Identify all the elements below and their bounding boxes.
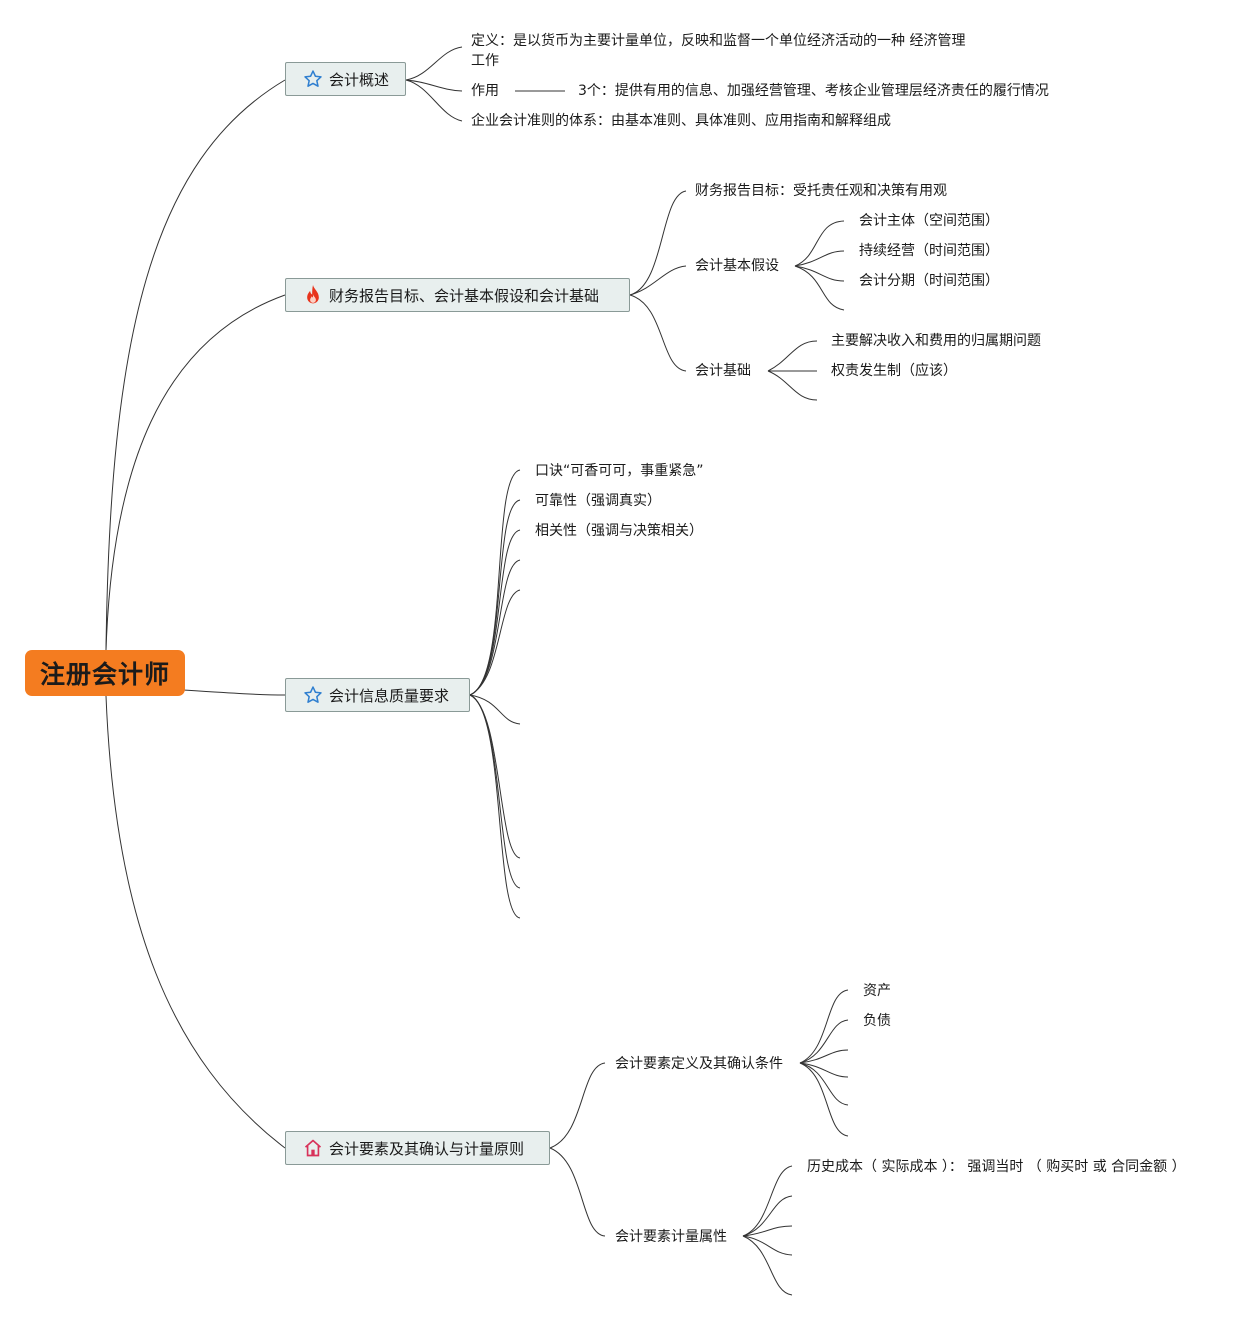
- leaf-reporting-goal[interactable]: 财务报告目标：受托责任观和决策有用观: [695, 183, 947, 199]
- leaf-role-detail[interactable]: 3个：提供有用的信息、加强经营管理、考核企业管理层经济责任的履行情况: [578, 83, 1049, 99]
- branch-label: 会计概述: [329, 70, 390, 89]
- star-icon: [302, 68, 324, 90]
- branch-reporting-goals[interactable]: 财务报告目标、会计基本假设和会计基础: [285, 278, 630, 312]
- branch-label: 会计信息质量要求: [329, 686, 450, 705]
- leaf-quality-item[interactable]: 可靠性（强调真实）: [535, 493, 661, 509]
- leaf-assumption[interactable]: 会计分期（时间范围）: [859, 273, 999, 289]
- root-node[interactable]: 注册会计师: [25, 650, 185, 696]
- leaf-element-definition[interactable]: 会计要素定义及其确认条件: [615, 1056, 783, 1072]
- fire-icon: [302, 284, 324, 306]
- leaf-measurement[interactable]: 历史成本（ 实际成本 ）： 强调当时 （ 购买时 或 合同金额 ）: [807, 1159, 1186, 1175]
- house-icon: [302, 1137, 324, 1159]
- star-icon: [302, 684, 324, 706]
- leaf-basic-assumptions[interactable]: 会计基本假设: [695, 258, 779, 274]
- leaf-measurement-attributes[interactable]: 会计要素计量属性: [615, 1229, 727, 1245]
- leaf-role[interactable]: 作用: [471, 83, 499, 99]
- leaf-element[interactable]: 资产: [863, 983, 891, 999]
- leaf-assumption[interactable]: 会计主体（空间范围）: [859, 213, 999, 229]
- leaf-basis-item[interactable]: 主要解决收入和费用的归属期问题: [831, 333, 1041, 349]
- leaf-standards-system[interactable]: 企业会计准则的体系：由基本准则、具体准则、应用指南和解释组成: [471, 113, 891, 129]
- leaf-quality-item[interactable]: 口诀“可香可可，事重紧急”: [535, 463, 704, 479]
- branch-label: 会计要素及其确认与计量原则: [329, 1139, 525, 1158]
- leaf-basis-item[interactable]: 权责发生制（应该）: [831, 363, 957, 379]
- leaf-quality-item[interactable]: 相关性（强调与决策相关）: [535, 523, 703, 539]
- leaf-assumption[interactable]: 持续经营（时间范围）: [859, 243, 999, 259]
- root-label: 注册会计师: [39, 660, 170, 689]
- branch-accounting-elements[interactable]: 会计要素及其确认与计量原则: [285, 1131, 550, 1165]
- branch-accounting-overview[interactable]: 会计概述: [285, 62, 406, 96]
- branch-info-quality[interactable]: 会计信息质量要求: [285, 678, 470, 712]
- branch-label: 财务报告目标、会计基本假设和会计基础: [329, 286, 600, 305]
- leaf-accounting-basis[interactable]: 会计基础: [695, 363, 751, 379]
- leaf-definition[interactable]: 定义：是以货币为主要计量单位，反映和监督一个单位经济活动的一种 经济管理工作: [471, 33, 966, 69]
- leaf-element[interactable]: 负债: [863, 1013, 891, 1029]
